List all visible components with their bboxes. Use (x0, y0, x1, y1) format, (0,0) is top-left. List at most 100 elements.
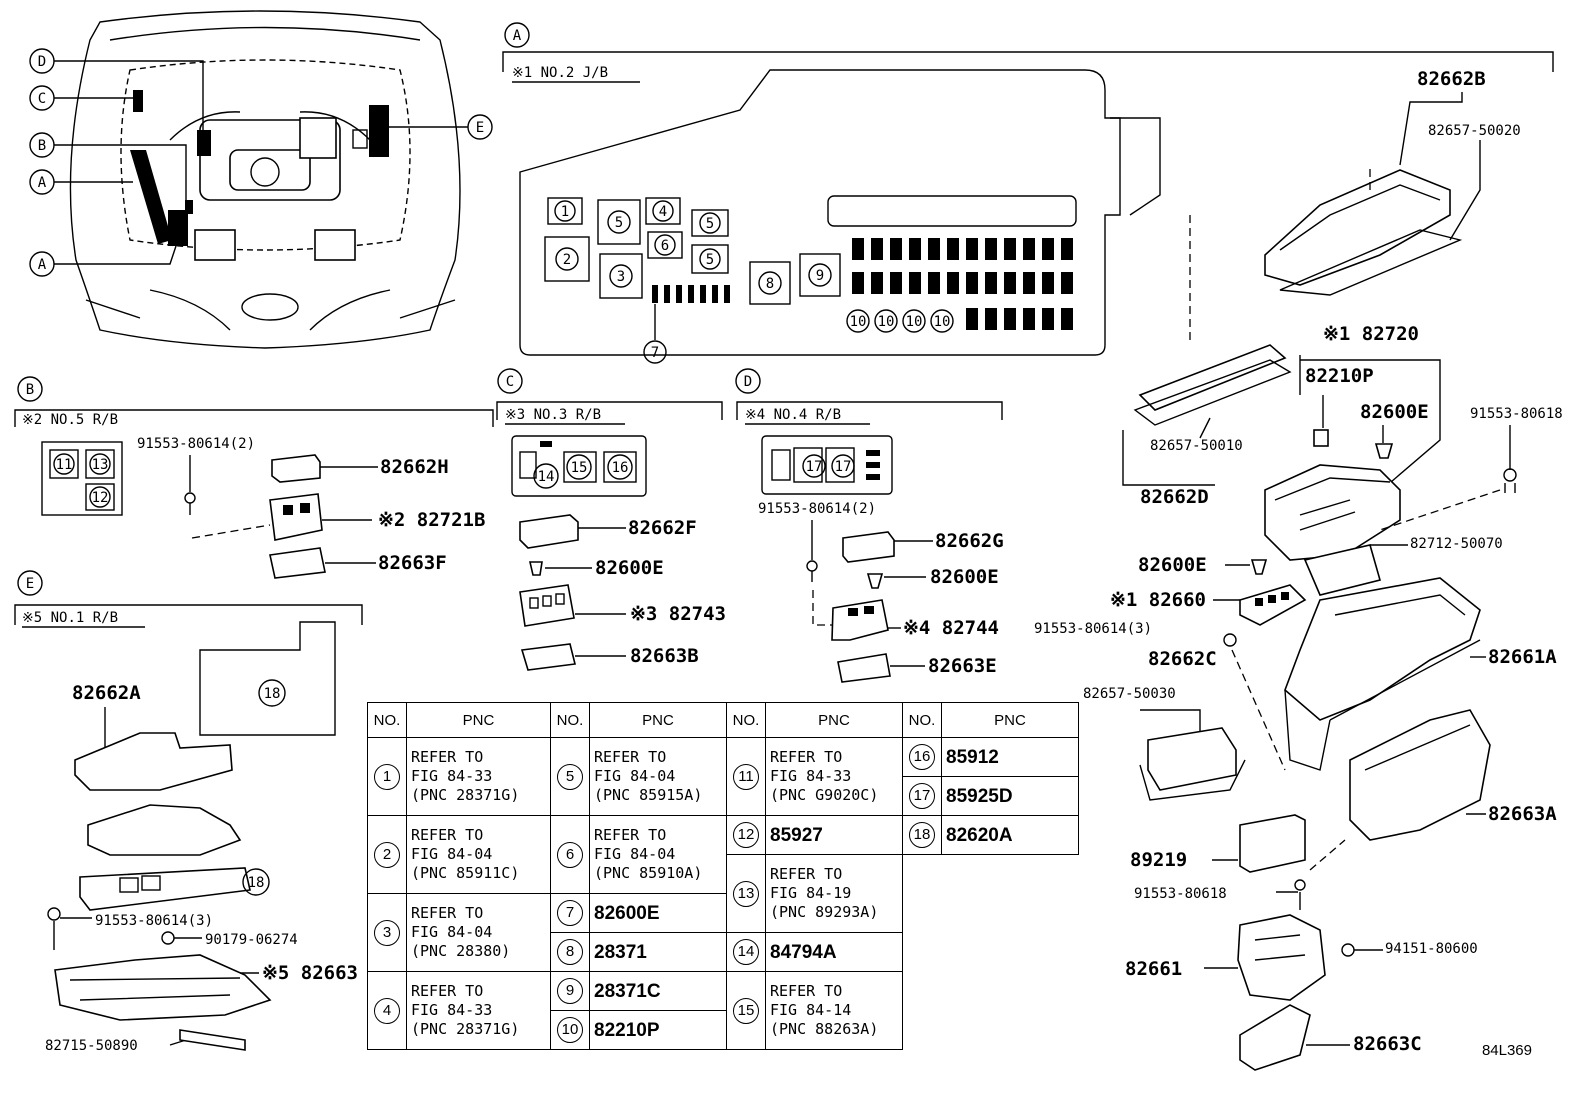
svg-text:※5 82663: ※5 82663 (262, 962, 358, 984)
pnc-reference-table: NO. PNC NO. PNC NO. PNC NO. PNC 1 REFER … (367, 702, 1079, 1050)
svg-text:8: 8 (766, 276, 774, 292)
header-no: NO. (902, 702, 942, 738)
table-row: 4 REFER TO FIG 84-33 (PNC 28371G) 9 2837… (367, 971, 1079, 1050)
callout-number: 12 (733, 822, 759, 848)
callout-number: 17 (909, 783, 935, 809)
view-d: D ※4 NO.4 R/B 17 17 91553-80614(2) 82662… (735, 368, 1004, 683)
svg-text:82663C: 82663C (1353, 1033, 1422, 1055)
table-row: 3 REFER TO FIG 84-04 (PNC 28380) 7 82600… (367, 893, 1079, 972)
svg-text:82657-50030: 82657-50030 (1083, 686, 1176, 702)
callout-number: 6 (557, 841, 583, 868)
car-marker-b[interactable]: B (29, 132, 187, 205)
callout-number: 7 (557, 900, 583, 926)
svg-text:82663A: 82663A (1488, 803, 1557, 825)
car-marker-e[interactable]: E (389, 114, 493, 140)
svg-text:A: A (513, 28, 522, 44)
svg-text:D: D (38, 54, 46, 70)
svg-text:E: E (26, 576, 34, 592)
table-header-row: NO. PNC NO. PNC NO. PNC NO. PNC (367, 702, 1079, 738)
svg-text:13: 13 (92, 457, 109, 473)
svg-text:B: B (26, 382, 34, 398)
view-a-header: A ※1 NO.2 J/B (502, 22, 1554, 83)
view-a-parts: 82662B 82657-50020 82657-50010 82662D ※1… (1034, 68, 1563, 1071)
svg-text:D: D (744, 374, 752, 390)
callout-number: 11 (733, 763, 759, 790)
svg-text:※3 82743: ※3 82743 (630, 603, 726, 625)
svg-text:7: 7 (651, 345, 659, 361)
pnc-cell: 82620A (941, 815, 1079, 855)
svg-text:82662A: 82662A (72, 682, 141, 704)
svg-text:10: 10 (878, 314, 895, 330)
svg-text:82663F: 82663F (378, 552, 447, 574)
junction-block-no2-layout: 1 2 5 4 5 3 6 5 8 9 7 (519, 69, 1161, 364)
svg-text:3: 3 (617, 269, 625, 285)
pnc-cell: 82600E (589, 893, 727, 933)
svg-text:※1 NO.2 J/B: ※1 NO.2 J/B (512, 65, 608, 81)
pnc-cell: REFER TO FIG 84-04 (PNC 85910A) (589, 815, 727, 894)
svg-text:82662H: 82662H (380, 456, 449, 478)
view-c: C ※3 NO.3 R/B 14 15 16 82662F 82600E ※3 … (496, 368, 726, 671)
header-pnc: PNC (589, 702, 727, 738)
callout-number: 14 (733, 939, 759, 965)
svg-text:91553-80618: 91553-80618 (1470, 406, 1563, 422)
car-marker-a2[interactable]: A (29, 239, 179, 277)
svg-text:C: C (506, 374, 514, 390)
svg-text:14: 14 (538, 469, 555, 485)
svg-text:91553-80618: 91553-80618 (1134, 886, 1227, 902)
svg-text:82657-50020: 82657-50020 (1428, 123, 1521, 139)
svg-text:※4 82744: ※4 82744 (903, 617, 999, 639)
svg-text:11: 11 (56, 457, 73, 473)
svg-text:82712-50070: 82712-50070 (1410, 536, 1503, 552)
svg-text:A: A (38, 175, 47, 191)
svg-text:5: 5 (706, 216, 714, 232)
car-marker-d[interactable]: D (29, 48, 204, 135)
callout-number: 1 (374, 763, 400, 790)
svg-text:※5 NO.1 R/B: ※5 NO.1 R/B (22, 610, 118, 626)
car-marker-a1[interactable]: A (29, 169, 133, 195)
svg-text:17: 17 (835, 459, 852, 475)
svg-text:94151-80600: 94151-80600 (1385, 941, 1478, 957)
car-marker-c[interactable]: C (29, 85, 133, 111)
svg-text:9: 9 (816, 268, 824, 284)
svg-text:82661A: 82661A (1488, 646, 1557, 668)
svg-text:※4 NO.4 R/B: ※4 NO.4 R/B (745, 407, 841, 423)
header-pnc: PNC (406, 702, 551, 738)
svg-text:10: 10 (906, 314, 923, 330)
svg-text:6: 6 (661, 238, 669, 254)
header-no: NO. (367, 702, 407, 738)
svg-text:※1 82720: ※1 82720 (1323, 323, 1419, 345)
pnc-cell: 85927 (765, 815, 903, 855)
svg-text:18: 18 (248, 875, 265, 891)
svg-text:※2 82721B: ※2 82721B (378, 509, 485, 531)
svg-text:91553-80614(3): 91553-80614(3) (95, 913, 213, 929)
svg-text:82662G: 82662G (935, 530, 1004, 552)
svg-text:5: 5 (706, 252, 714, 268)
callout-number: 2 (374, 841, 400, 868)
svg-text:17: 17 (806, 459, 823, 475)
svg-text:89219: 89219 (1130, 849, 1187, 871)
view-e: E ※5 NO.1 R/B 18 82662A 18 91553-80614(3… (14, 570, 363, 1054)
pnc-cell: REFER TO FIG 84-19 (PNC 89293A) (765, 854, 903, 933)
header-pnc: PNC (941, 702, 1079, 738)
pnc-cell: REFER TO FIG 84-04 (PNC 85915A) (589, 737, 727, 816)
pnc-cell: REFER TO FIG 84-04 (PNC 85911C) (406, 815, 551, 894)
svg-text:82662F: 82662F (628, 517, 697, 539)
svg-text:10: 10 (934, 314, 951, 330)
svg-text:A: A (38, 257, 47, 273)
svg-text:82715-50890: 82715-50890 (45, 1038, 138, 1054)
callout-number: 9 (557, 978, 583, 1004)
pnc-cell: 85925D (941, 776, 1079, 816)
svg-text:5: 5 (615, 215, 623, 231)
svg-text:82661: 82661 (1125, 958, 1182, 980)
svg-text:1: 1 (561, 204, 569, 220)
callout-number: 8 (557, 939, 583, 965)
callout-number: 16 (909, 744, 935, 770)
pnc-cell: REFER TO FIG 84-14 (PNC 88263A) (765, 971, 903, 1050)
header-pnc: PNC (765, 702, 903, 738)
svg-text:2: 2 (563, 252, 571, 268)
callout-number: 18 (909, 822, 935, 848)
pnc-cell: REFER TO FIG 84-33 (PNC 28371G) (406, 971, 551, 1050)
svg-text:82662C: 82662C (1148, 648, 1217, 670)
svg-text:82662D: 82662D (1140, 486, 1209, 508)
